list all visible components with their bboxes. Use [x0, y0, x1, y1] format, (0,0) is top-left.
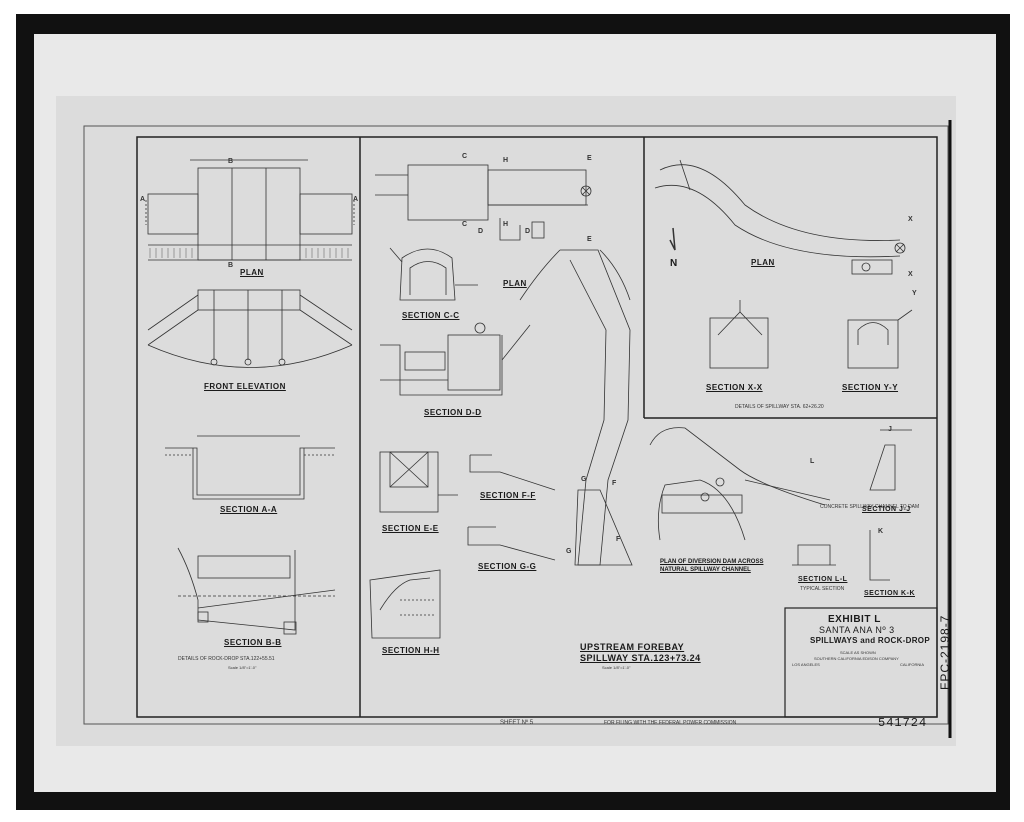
section-cc-drawing	[389, 247, 478, 301]
exhibit-title: EXHIBIT L	[828, 614, 881, 625]
sheet-number: SHEET Nº 5	[500, 720, 534, 726]
section-hh-drawing	[369, 569, 441, 639]
spillway-caption: DETAILS OF SPILLWAY STA. 62+26.20	[735, 404, 824, 410]
marker-c-top: C	[462, 153, 468, 160]
company-name: SOUTHERN CALIFORNIA EDISON COMPANY	[814, 656, 899, 661]
marker-e-bottom: E	[587, 236, 592, 243]
section-hh-title: SECTION H-H	[382, 646, 440, 655]
marker-x-top: X	[908, 216, 913, 223]
drawing-sheet	[56, 96, 956, 746]
marker-b-bottom: B	[228, 262, 234, 269]
spillway-plan	[654, 159, 906, 275]
section-bb-drawing	[177, 547, 336, 635]
marker-a-left: A	[140, 196, 146, 203]
marker-c-bottom: C	[462, 221, 468, 228]
section-bb-title: SECTION B-B	[224, 638, 282, 647]
marker-l: L	[810, 458, 815, 465]
forebay-scale: Scale 1/8"=1'-0"	[602, 665, 631, 670]
section-yy-title: SECTION Y-Y	[842, 383, 899, 392]
marker-x-bottom: X	[908, 271, 913, 278]
section-dd-title: SECTION D-D	[424, 408, 482, 417]
section-xx-title: SECTION X-X	[706, 383, 763, 392]
rockdrop-hatch	[149, 248, 349, 258]
front-elevation	[147, 289, 353, 368]
section-ff-gg-drawing	[467, 454, 556, 561]
diversion-title-1: PLAN OF DIVERSION DAM ACROSS	[660, 559, 764, 565]
filing-note: FOR FILING WITH THE FEDERAL POWER COMMIS…	[604, 720, 737, 726]
section-xx-yy-drawing	[709, 300, 913, 369]
marker-f-top: F	[612, 480, 617, 487]
typical-section-note: TYPICAL SECTION	[800, 586, 845, 592]
side-code: FPC-2198-7	[938, 614, 952, 690]
section-ee-title: SECTION E-E	[382, 524, 439, 533]
marker-e-top: E	[587, 155, 592, 162]
forebay-title-2: SPILLWAY STA.123+73.24	[580, 653, 701, 663]
marker-a-right: A	[353, 196, 359, 203]
outer-border	[83, 125, 949, 725]
rockdrop-caption: DETAILS OF ROCK-DROP STA.122+55.51	[178, 656, 275, 662]
diversion-dam-drawing	[649, 427, 831, 541]
marker-g-top: G	[581, 476, 587, 483]
subject-title: SPILLWAYS and ROCK-DROP	[810, 636, 930, 645]
section-ee-drawing	[379, 451, 458, 513]
forebay-title-1: UPSTREAM FOREBAY	[580, 642, 685, 652]
marker-g-bottom: G	[566, 548, 572, 555]
inner-border	[136, 136, 938, 718]
forebay-plan	[375, 164, 633, 566]
section-gg-title: SECTION G-G	[478, 562, 537, 571]
marker-d-right: D	[525, 228, 531, 235]
drawing-number: 541724	[878, 716, 928, 730]
scale-note: SCALE AS SHOWN	[840, 650, 876, 655]
location-right: CALIFORNIA	[900, 662, 925, 667]
title-block-border	[784, 607, 938, 718]
marker-h-bottom: H	[503, 221, 509, 228]
marker-f-bottom: F	[616, 536, 621, 543]
section-dd-drawing	[380, 322, 531, 396]
rockdrop-plan	[145, 159, 355, 261]
section-ll-title: SECTION L-L	[798, 576, 848, 583]
marker-k: K	[878, 528, 884, 535]
forebay-plan-title: PLAN	[503, 279, 527, 288]
section-jj-title: SECTION J-J	[862, 506, 911, 513]
project-title: SANTA ANA Nº 3	[819, 625, 895, 635]
location-left: LOS ANGELES	[792, 662, 820, 667]
concrete-note: CONCRETE SPILLWAY CHANNEL TO DAM	[820, 504, 920, 510]
marker-d-left: D	[478, 228, 484, 235]
spillway-plan-title: PLAN	[751, 258, 775, 267]
rockdrop-plan-title: PLAN	[240, 268, 264, 277]
section-aa-drawing	[165, 435, 335, 500]
section-kk-title: SECTION K-K	[864, 590, 915, 597]
section-ff-title: SECTION F-F	[480, 491, 536, 500]
north-arrow: N	[670, 258, 678, 269]
diversion-title-2: NATURAL SPILLWAY CHANNEL	[660, 567, 751, 573]
marker-j: J	[888, 426, 892, 433]
marker-h-top: H	[503, 157, 509, 164]
front-elevation-title: FRONT ELEVATION	[204, 382, 286, 391]
small-sections-drawing	[792, 429, 912, 581]
section-cc-title: SECTION C-C	[402, 311, 460, 320]
marker-b-top: B	[228, 158, 234, 165]
section-aa-title: SECTION A-A	[220, 505, 278, 514]
marker-y: Y	[912, 290, 917, 297]
rockdrop-scale: Scale 1/8"=1'-0"	[228, 665, 257, 670]
